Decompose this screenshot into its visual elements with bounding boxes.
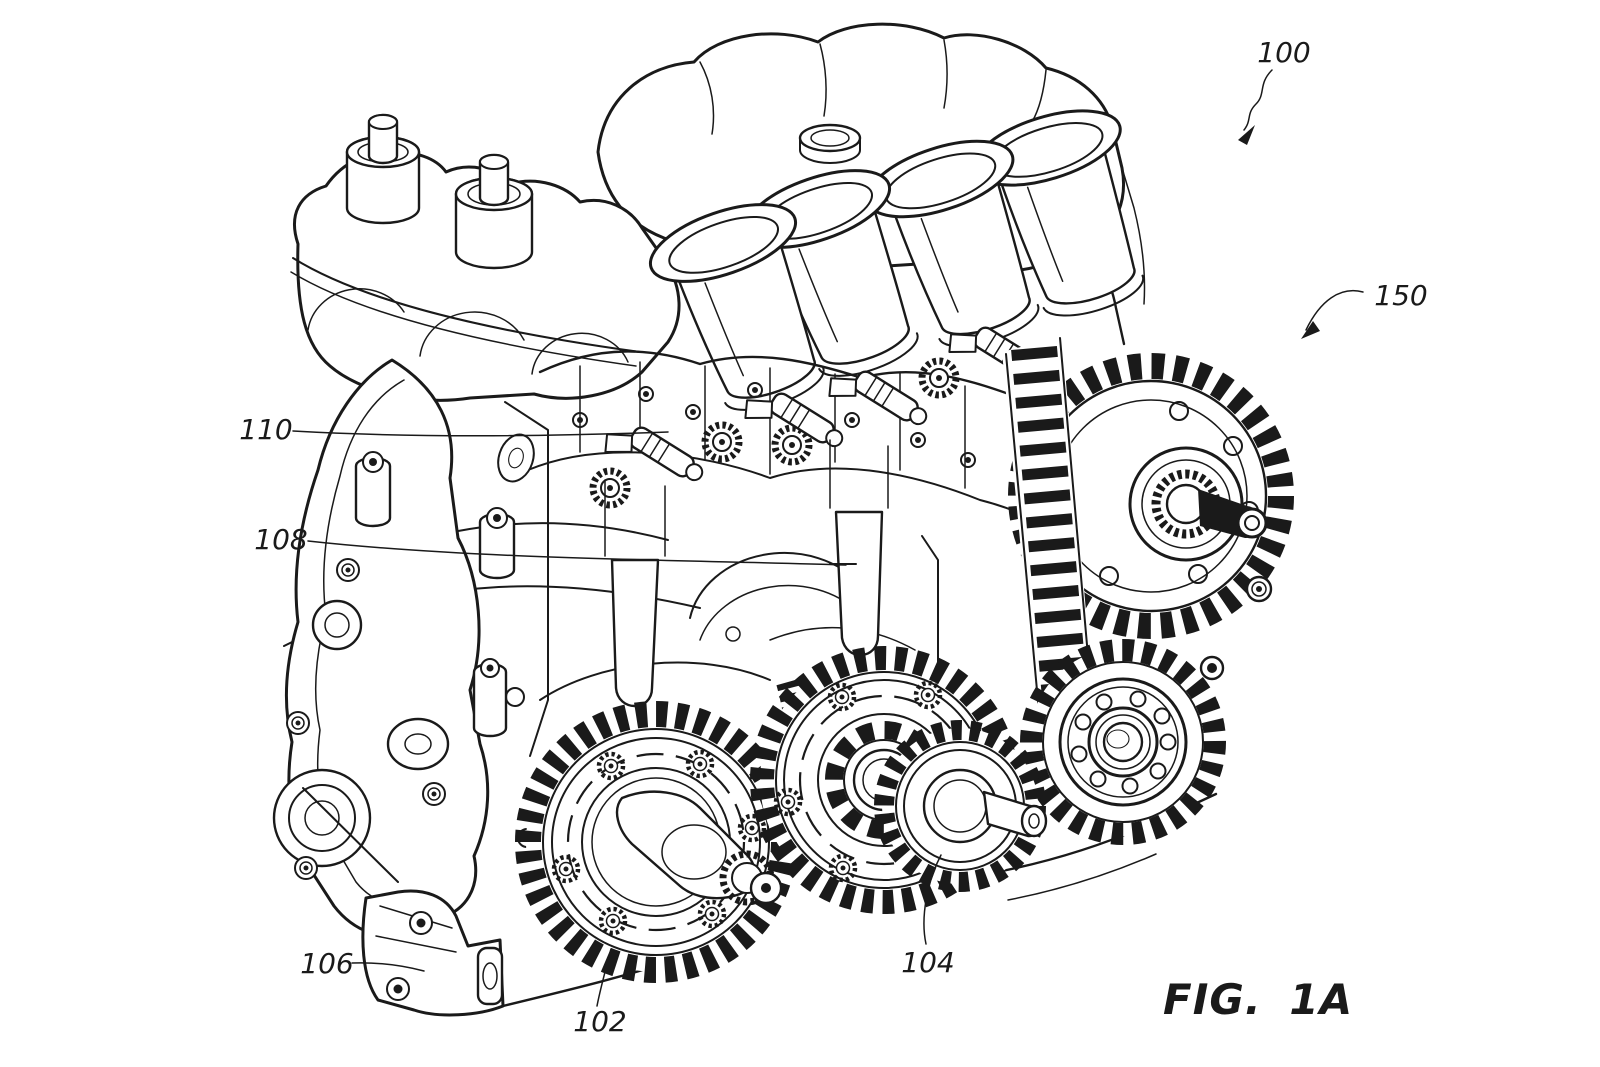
splined-boss (589, 467, 631, 509)
ref-label-150: 150 (1374, 279, 1427, 312)
cam-tower-2 (454, 153, 534, 270)
leader-104 (923, 854, 942, 945)
arrowhead-100 (1238, 125, 1255, 145)
oil-cap (798, 123, 862, 164)
head-bolts (572, 382, 1032, 484)
fuel-injector (828, 370, 928, 426)
valve-cover (290, 113, 681, 402)
ref-label-100: 100 (1257, 36, 1310, 69)
ref-label-110: 110 (239, 413, 292, 446)
ball-bearing (1058, 677, 1188, 807)
camshaft-drive-gear-150 (1008, 353, 1294, 639)
phaser-bolts (551, 749, 767, 936)
hex-bolt (1245, 575, 1273, 603)
leader-lines (292, 69, 1364, 1007)
ref-label-106: 106 (300, 947, 353, 980)
splined-boss (918, 357, 960, 399)
leader-102 (596, 948, 612, 1007)
leader-arrow-100 (1243, 69, 1273, 131)
ref-label-102: 102 (573, 1005, 626, 1038)
leader-108 (307, 540, 847, 566)
cam-phaser-gear-102 (515, 701, 797, 983)
block-bottom-edge-right-2 (1007, 853, 1157, 901)
cam-tower-1 (345, 113, 421, 225)
timing-cover (272, 358, 516, 939)
splined-boss (701, 421, 743, 463)
ref-label-104: 104 (901, 946, 954, 979)
gear-102-hub (615, 790, 783, 906)
bearing-gear (1020, 639, 1226, 845)
gear-150-hub (1128, 446, 1268, 562)
engine-mount-foot (361, 889, 505, 1017)
ref-label-108: 108 (254, 523, 307, 556)
leader-arrow-150 (1305, 290, 1364, 331)
arrowhead-150 (1301, 321, 1320, 339)
intake-funnel-3 (865, 139, 1040, 348)
splined-boss (771, 424, 813, 466)
figure-caption: FIG. 1A (1163, 975, 1353, 1024)
spur-gear-104 (874, 720, 1048, 892)
leader-106 (351, 962, 425, 972)
leader-110 (292, 430, 669, 437)
fuel-injector (604, 426, 704, 482)
head-right-edge-2 (1121, 167, 1146, 305)
